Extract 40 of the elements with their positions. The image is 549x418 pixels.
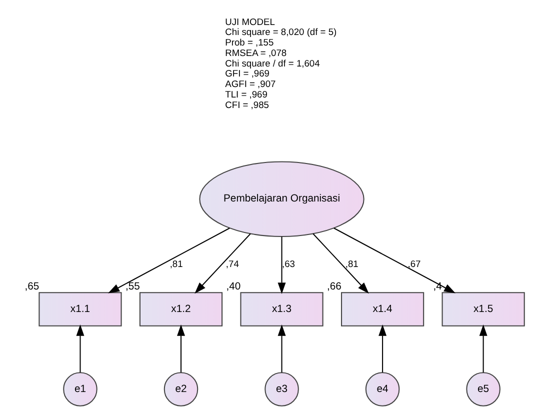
arrow xyxy=(108,227,230,293)
node-label: ,4 xyxy=(433,280,442,292)
arrow xyxy=(278,236,286,294)
node-box: x1.4 xyxy=(340,292,424,326)
label: Chi square = 8,020 (df = 5) xyxy=(225,26,337,37)
node-label: ,66 xyxy=(327,280,342,292)
edge-label: ,81 xyxy=(170,258,183,268)
arrow xyxy=(312,232,369,294)
label: CFI = ,985 xyxy=(225,99,269,110)
node-label: ,65 xyxy=(24,280,40,292)
label: GFI = ,969 xyxy=(225,68,270,78)
node-circle: e3 xyxy=(264,372,299,406)
edge-label: ,81 xyxy=(345,258,358,268)
arrow xyxy=(479,324,488,372)
arrow xyxy=(334,227,456,293)
node-box: x1.3 xyxy=(240,292,324,326)
arrow xyxy=(76,324,84,372)
node-ellipse: Pembelajaran Organisasi xyxy=(199,160,364,237)
node-label: ,40 xyxy=(226,280,241,292)
node-box: x1.2 xyxy=(139,292,223,326)
node-circle: e2 xyxy=(164,372,198,406)
arrow xyxy=(278,324,286,372)
arrow xyxy=(177,324,185,372)
node-circle: e4 xyxy=(365,372,400,406)
node-label: ,55 xyxy=(125,280,140,292)
label: Prob = ,155 xyxy=(225,37,274,48)
label: UJI MODEL xyxy=(225,16,275,26)
arrow xyxy=(378,324,387,372)
arrow xyxy=(194,232,251,294)
label: TLI = ,969 xyxy=(225,89,268,100)
label: AGFI = ,907 xyxy=(225,78,276,89)
edge-label: ,67 xyxy=(408,258,421,268)
node-circle: e1 xyxy=(63,372,98,406)
edge-label: ,74 xyxy=(226,258,239,268)
label: RMSEA = ,078 xyxy=(225,47,287,58)
label: Chi square / df = 1,604 xyxy=(225,58,320,68)
node-box: x1.1 xyxy=(38,292,122,326)
edge-label: ,63 xyxy=(282,258,296,268)
node-circle: e5 xyxy=(466,372,500,406)
node-box: x1.5 xyxy=(442,292,525,326)
